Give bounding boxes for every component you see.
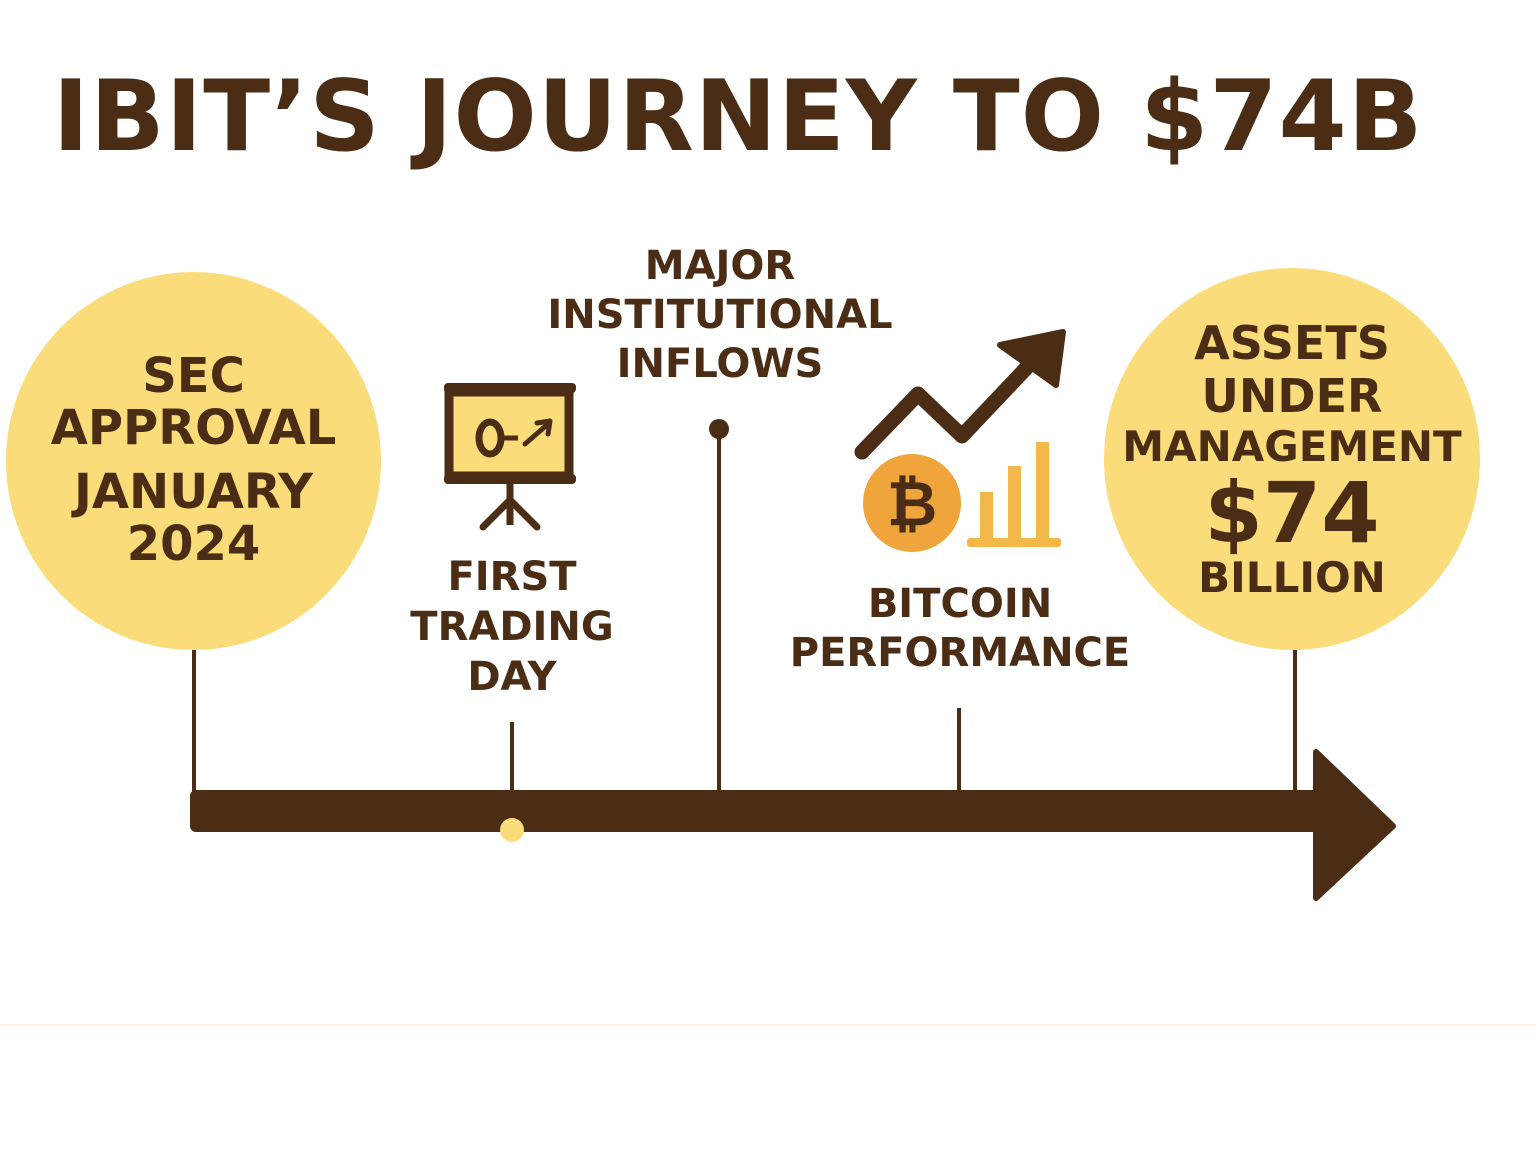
sec-approval-circle: SEC APPROVAL JANUARY 2024 <box>6 272 381 650</box>
sec-date-line1: JANUARY <box>74 464 313 520</box>
aum-label-line2: UNDER <box>1201 368 1383 423</box>
sec-label-line1: SEC <box>142 348 245 405</box>
institutional-line1: MAJOR <box>644 243 796 289</box>
first-trading-line3: DAY <box>467 654 557 700</box>
institutional-line3: INFLOWS <box>616 341 824 387</box>
aum-label-line3: MANAGEMENT <box>1122 421 1462 471</box>
bar-chart-icon <box>967 442 1061 547</box>
bitcoin-coin-icon: ₿ <box>863 454 961 552</box>
sec-date-line2: 2024 <box>126 515 261 572</box>
aum-unit: BILLION <box>1198 552 1386 602</box>
aum-value: $74 <box>1204 463 1380 562</box>
bitcoin-line1: BITCOIN <box>867 581 1053 627</box>
svg-text:₿: ₿ <box>887 467 938 540</box>
aum-circle: ASSETS UNDER MANAGEMENT $74 BILLION <box>1104 268 1480 650</box>
sec-label-line2: APPROVAL <box>50 400 337 457</box>
footer-divider <box>0 1024 1536 1026</box>
first-trading-line1: FIRST <box>447 554 577 600</box>
timeline-arrow <box>190 749 1396 901</box>
presentation-board-icon <box>444 383 576 531</box>
trend-up-arrow-icon <box>854 329 1066 460</box>
first-trading-label: FIRST TRADING DAY <box>400 552 624 702</box>
page-title: IBIT’S JOURNEY TO $74B <box>52 60 1424 174</box>
institutional-dot <box>709 419 729 439</box>
bitcoin-line2: PERFORMANCE <box>789 630 1131 676</box>
first-trading-marker <box>500 818 524 842</box>
first-trading-line2: TRADING <box>410 604 614 650</box>
aum-label-line1: ASSETS <box>1194 315 1390 370</box>
institutional-line2: INSTITUTIONAL <box>547 292 893 338</box>
institutional-label: MAJOR INSTITUTIONAL INFLOWS <box>529 242 911 389</box>
bitcoin-label: BITCOIN PERFORMANCE <box>770 580 1150 678</box>
